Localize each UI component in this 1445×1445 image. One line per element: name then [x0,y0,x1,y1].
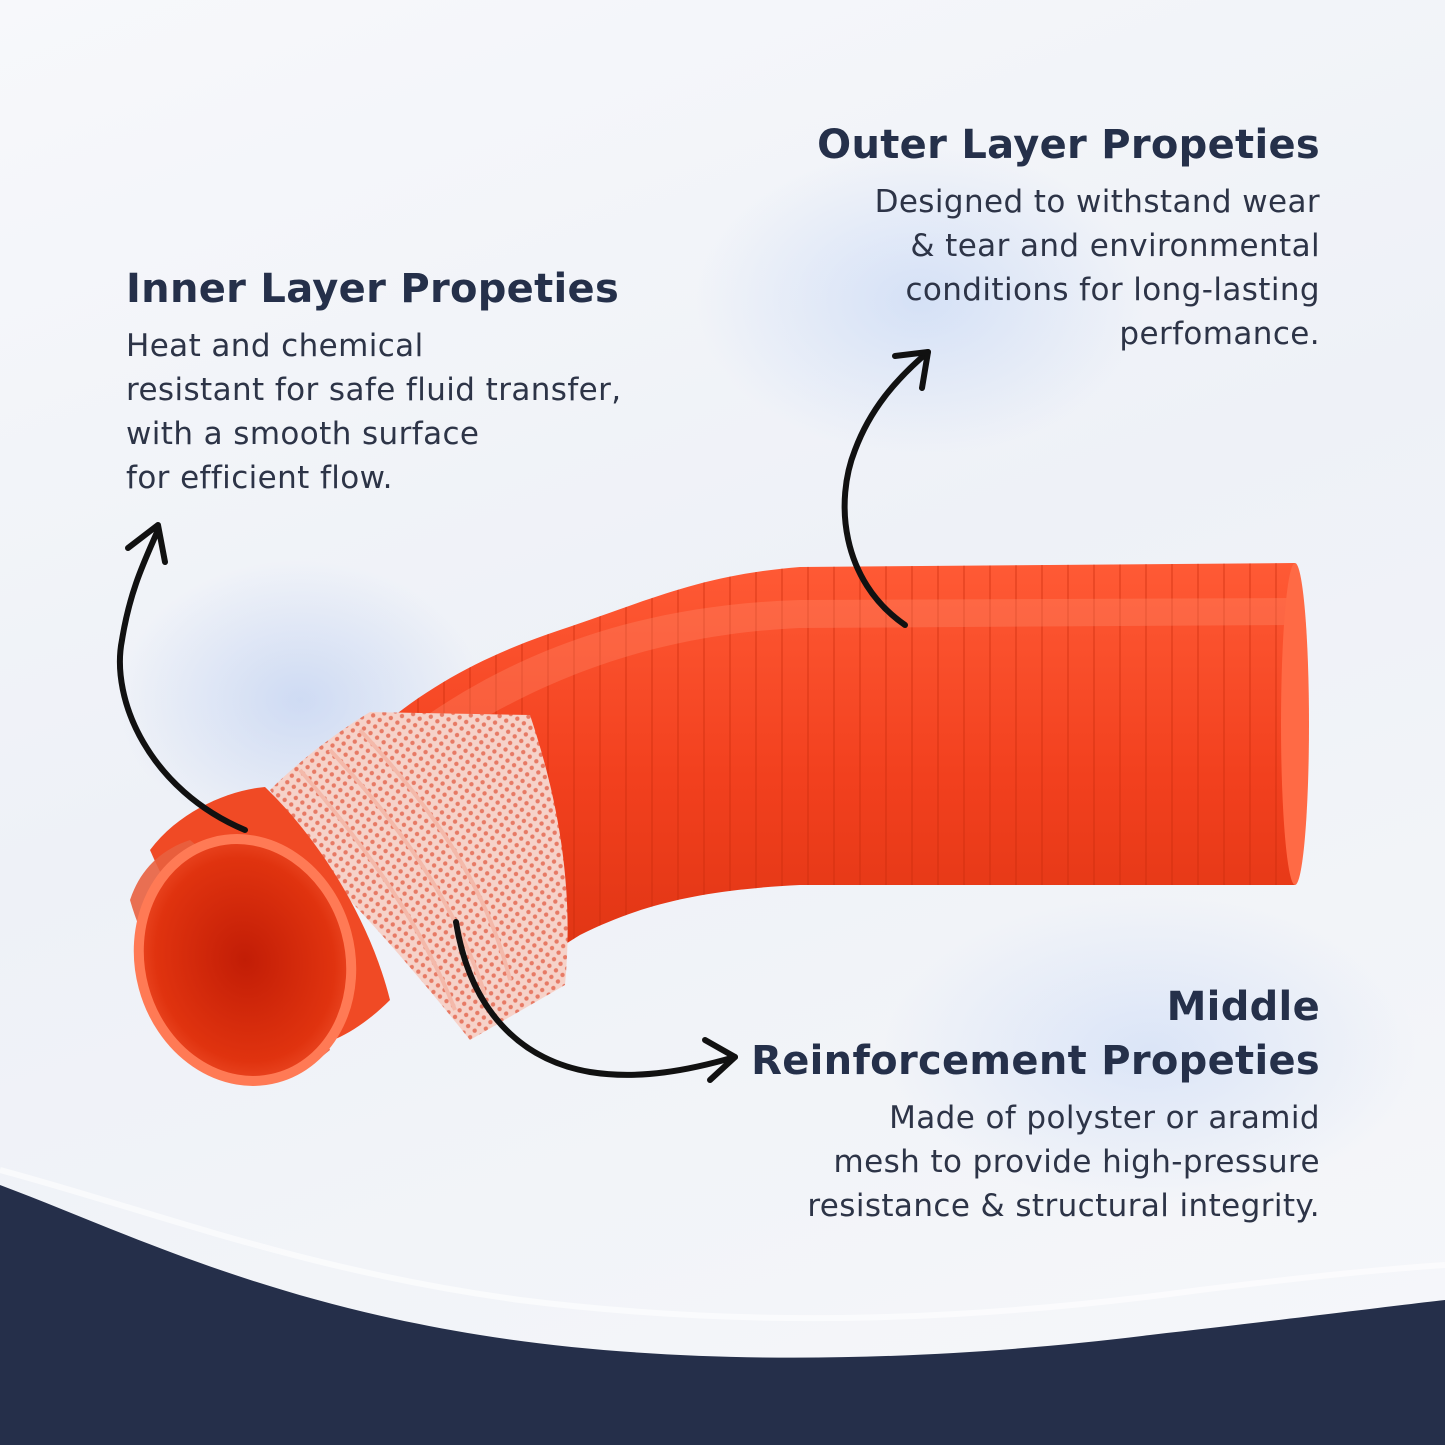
outer-layer-description: Designed to withstand wear & tear and en… [760,180,1320,356]
outer-layer-line: perfomance. [1119,316,1320,352]
inner-layer-line: Heat and chemical [126,328,424,364]
inner-layer-line: for efficient flow. [126,460,393,496]
outer-layer-line: & tear and environmental [910,228,1320,264]
inner-layer-callout: Inner Layer Propeties Heat and chemical … [126,262,726,500]
inner-layer-title: Inner Layer Propeties [126,266,620,312]
outer-layer-callout: Outer Layer Propeties Designed to withst… [760,118,1320,356]
middle-layer-title-line: Middle [1166,984,1320,1030]
hose-opening [138,839,352,1081]
outer-layer-line: Designed to withstand wear [874,184,1320,220]
middle-layer-title-line: Reinforcement Propeties [751,1038,1320,1084]
outer-layer-title: Outer Layer Propeties [817,122,1320,168]
middle-layer-title: Middle Reinforcement Propeties [700,980,1320,1088]
inner-layer-description: Heat and chemical resistant for safe flu… [126,324,726,500]
mesh-layer [270,712,568,1040]
outer-layer-arrow [841,349,931,628]
middle-layer-callout: Middle Reinforcement Propeties Made of p… [700,980,1320,1228]
inner-layer-line: resistant for safe fluid transfer, [126,372,622,408]
middle-layer-line: mesh to provide high-pressure [833,1144,1320,1180]
inner-layer-arrow [116,527,248,833]
outer-layer-line: conditions for long-lasting [905,272,1320,308]
middle-layer-arrow [453,919,738,1078]
middle-layer-line: Made of polyster or aramid [889,1100,1320,1136]
middle-layer-line: resistance & structural integrity. [807,1188,1320,1224]
inner-layer-line: with a smooth surface [126,416,480,452]
middle-layer-description: Made of polyster or aramid mesh to provi… [700,1096,1320,1228]
